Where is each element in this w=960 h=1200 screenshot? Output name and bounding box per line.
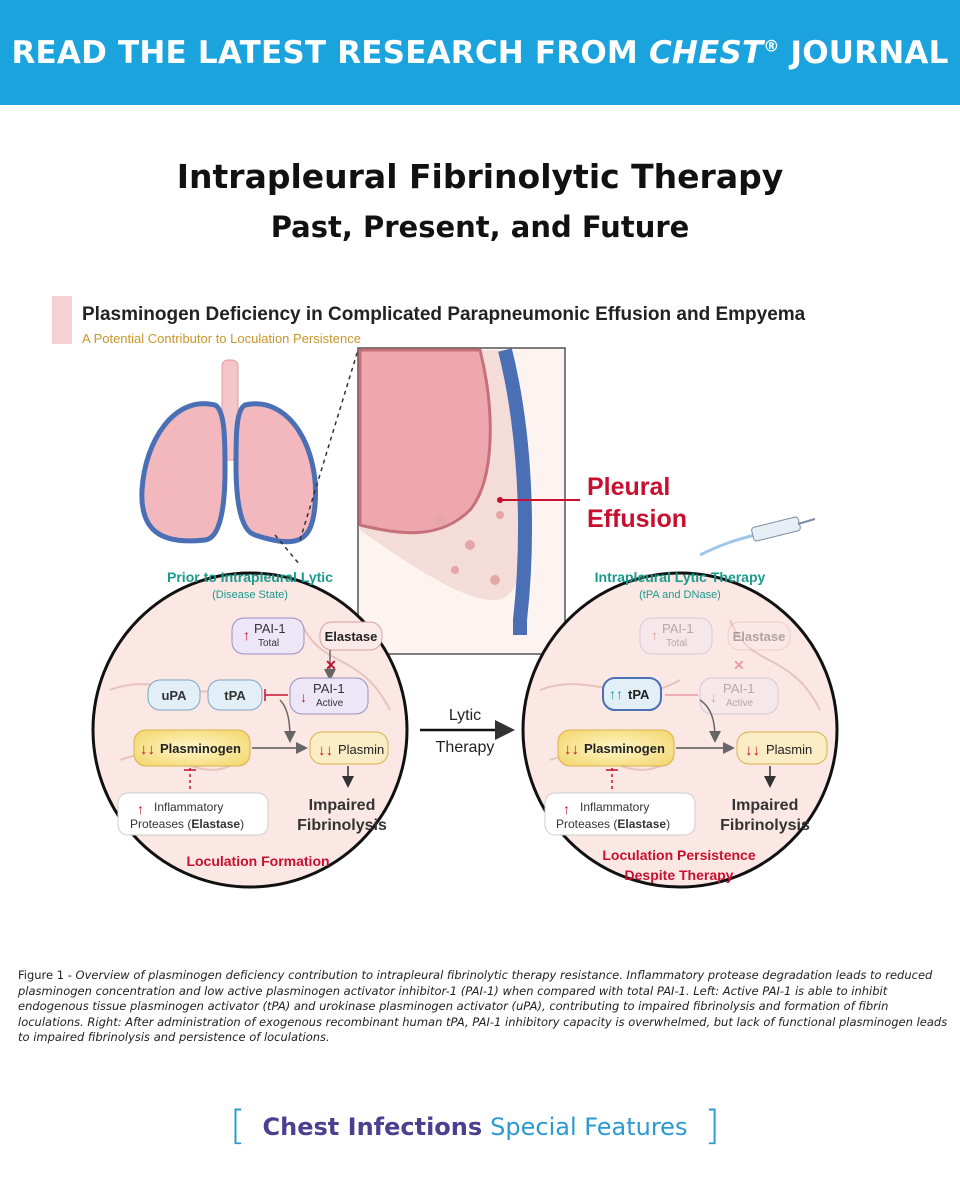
left-tpa-box [207, 679, 263, 711]
right-pai-active: PAI-1 [723, 681, 755, 696]
lungs-icon [139, 359, 319, 545]
double-down-arrow-icon: ↓↓ [318, 742, 333, 759]
left-outcome: Loculation Formation [186, 853, 329, 869]
banner-text: READ THE LATEST RESEARCH FROM CHEST® JOU… [11, 35, 948, 71]
left-plasmin-box [309, 731, 389, 765]
footer-part2: Special Features [490, 1113, 688, 1141]
pleural-zoom-panel [357, 347, 566, 655]
up-arrow-icon: ↑ [651, 627, 658, 643]
right-outcome-2: Despite Therapy [625, 867, 734, 883]
left-inflam-line2: Proteases (Elastase) [130, 817, 244, 831]
figure-diagram: Plasminogen Deficiency in Complicated Pa… [52, 296, 839, 889]
arrow-label-1: Lytic [449, 707, 481, 724]
figure-subheading: A Potential Contributor to Loculation Pe… [82, 331, 361, 346]
left-pai-total-box [231, 617, 305, 655]
left-impaired-1: Impaired [309, 797, 376, 814]
right-outcome-1: Loculation Persistence [602, 847, 755, 863]
right-elastase-box [727, 621, 791, 651]
left-plasmin: Plasmin [338, 742, 384, 757]
right-plasmin-box [736, 731, 828, 765]
page-subtitle: Past, Present, and Future [270, 210, 690, 244]
left-upa-box [147, 679, 201, 711]
figure-caption: Figure 1 - Overview of plasminogen defic… [18, 968, 948, 1046]
right-elastase: Elastase [733, 629, 786, 644]
up-arrow-icon: ↑ [137, 801, 144, 817]
right-proteases-box [544, 792, 696, 836]
right-plasminogen: Plasminogen [584, 741, 665, 756]
double-down-arrow-icon: ↓↓ [564, 741, 579, 758]
arrow-label-2: Therapy [436, 739, 495, 756]
banner-prefix: READ THE LATEST RESEARCH FROM [11, 34, 649, 71]
left-pai-active-box [289, 677, 369, 715]
footer-part1: Chest Infections [262, 1113, 483, 1141]
down-arrow-icon: ↓ [710, 689, 717, 705]
double-up-arrow-icon: ↑↑ [609, 686, 623, 702]
right-pai-active-sub: Active [726, 698, 754, 709]
page-title: Intrapleural Fibrinolytic Therapy [176, 157, 784, 196]
right-pai-total-sub: Total [666, 638, 687, 649]
right-pai-active-box [699, 677, 779, 715]
banner-journal: CHEST [648, 34, 764, 71]
right-subtitle: (tPA and DNase) [639, 589, 721, 601]
syringe-icon [699, 516, 816, 557]
right-impaired-1: Impaired [732, 797, 799, 814]
left-inflam-1: Inflammatory [154, 800, 223, 814]
double-down-arrow-icon: ↓↓ [745, 742, 760, 759]
right-bracket-icon: ] [704, 1103, 720, 1149]
up-arrow-icon: ↑ [243, 627, 250, 643]
figure-heading: Plasminogen Deficiency in Complicated Pa… [82, 304, 806, 325]
block-x-icon: ✕ [733, 657, 745, 673]
right-tpa: tPA [628, 687, 650, 702]
left-proteases-box [117, 792, 269, 836]
caption-body: Overview of plasminogen deficiency contr… [18, 968, 948, 1044]
top-banner: READ THE LATEST RESEARCH FROM CHEST® JOU… [0, 0, 960, 105]
left-bracket-icon: [ [230, 1103, 246, 1149]
left-elastase-box [319, 621, 383, 651]
left-tpa: tPA [224, 688, 246, 703]
right-panel: Intrapleural Lytic Therapy (tPA and DNas… [521, 569, 839, 889]
left-pai-total: PAI-1 [254, 621, 286, 636]
effusion-label-1: Pleural [587, 473, 670, 501]
right-plasminogen-box [557, 729, 675, 767]
right-tpa-box [602, 677, 662, 711]
left-title: Prior to Intrapleural Lytic [167, 569, 333, 585]
banner-reg: ® [763, 36, 780, 56]
right-inflam-1: Inflammatory [580, 800, 649, 814]
right-inflam-line2: Proteases (Elastase) [556, 817, 670, 831]
left-impaired-2: Fibrinolysis [297, 817, 387, 834]
right-pai-total: PAI-1 [662, 621, 694, 636]
left-elastase: Elastase [325, 629, 378, 644]
down-arrow-icon: ↓ [300, 689, 307, 705]
banner-suffix: JOURNAL [779, 34, 949, 71]
right-plasmin: Plasmin [766, 742, 812, 757]
left-plasminogen-box [133, 729, 251, 767]
effusion-label-2: Effusion [587, 505, 687, 533]
heading-accent [52, 296, 72, 344]
right-impaired-2: Fibrinolysis [720, 817, 810, 834]
double-down-arrow-icon: ↓↓ [140, 741, 155, 758]
left-pai-active-sub: Active [316, 698, 344, 709]
left-pai-active: PAI-1 [313, 681, 345, 696]
left-plasminogen: Plasminogen [160, 741, 241, 756]
left-panel: Prior to Intrapleural Lytic (Disease Sta… [91, 569, 409, 889]
right-title: Intrapleural Lytic Therapy [595, 569, 766, 585]
block-x-icon: ✕ [325, 657, 337, 673]
right-pai-total-box [639, 617, 713, 655]
left-pai-total-sub: Total [258, 638, 279, 649]
up-arrow-icon: ↑ [563, 801, 570, 817]
left-subtitle: (Disease State) [212, 589, 288, 601]
caption-lead: Figure 1 - [18, 968, 76, 982]
left-upa: uPA [161, 688, 187, 703]
